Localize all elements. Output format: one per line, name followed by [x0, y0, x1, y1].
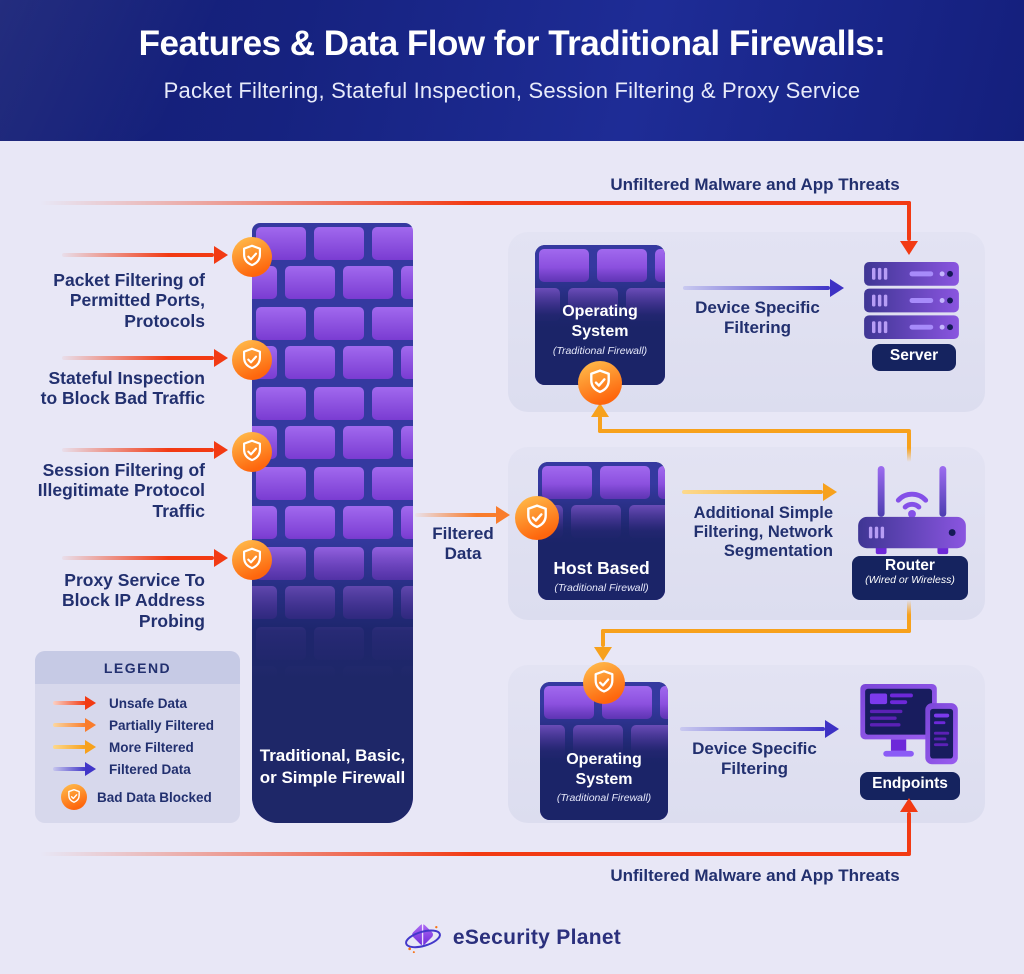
device-filtering-arrow-line — [683, 286, 830, 290]
legend-item-label: Bad Data Blocked — [97, 789, 212, 805]
router-flow-label: Additional Simple Filtering, Network Seg… — [693, 504, 833, 561]
server-flow-label: Device Specific Filtering — [695, 298, 820, 337]
legend-item-label: More Filtered — [109, 739, 194, 755]
device-filtering-arrowhead-icon — [830, 279, 844, 297]
feature-arrowhead-icon — [214, 246, 228, 264]
feature-arrowhead-icon — [214, 549, 228, 567]
device-label-text: Endpoints — [872, 775, 948, 792]
feature-label-packet-filtering: Packet Filtering of Permitted Ports, Pro… — [53, 270, 205, 331]
unsafe-data-arrow-icon — [53, 696, 99, 710]
feature-label-stateful-inspection: Stateful Inspection to Block Bad Traffic — [40, 368, 205, 409]
feature-label-session-filtering: Session Filtering of Illegitimate Protoc… — [37, 460, 205, 521]
server-icon — [864, 262, 959, 341]
top-threat-line-drop — [907, 201, 911, 241]
brand-name: eSecurity Planet — [452, 926, 622, 949]
legend-item-bad-data-blocked: Bad Data Blocked — [53, 782, 240, 812]
feature-label-proxy-service: Proxy Service To Block IP Address Probin… — [62, 570, 205, 631]
more-filtered-arrow-icon — [53, 740, 99, 754]
device-filtering-arrowhead-icon — [825, 720, 839, 738]
more-filtered-line-down-left — [601, 629, 605, 647]
esecurity-planet-logo-icon — [403, 918, 443, 958]
legend-title: LEGEND — [35, 651, 240, 684]
shield-check-badge-icon — [232, 432, 272, 472]
legend-item-label: Unsafe Data — [109, 695, 188, 711]
legend-item-label: Filtered Data — [109, 761, 191, 777]
card-gradient — [540, 682, 668, 820]
legend-box: LEGEND Unsafe Data Partially Filtered Mo… — [35, 651, 240, 823]
shield-check-badge-icon — [232, 340, 272, 380]
page-subtitle: Packet Filtering, Stateful Inspection, S… — [163, 78, 861, 103]
top-threat-line — [40, 201, 911, 205]
page-title: Features & Data Flow for Traditional Fir… — [138, 24, 886, 63]
more-filtered-line-up-left — [598, 416, 602, 433]
shield-check-badge-icon — [232, 237, 272, 277]
os-firewall-card-bottom: Operating System (Traditional Firewall) — [540, 682, 668, 820]
legend-item-label: Partially Filtered — [109, 717, 215, 733]
wall-label: Traditional, Basic, or Simple Firewall — [259, 746, 406, 788]
more-filtered-line-up-right — [907, 431, 911, 462]
router-device-label: Router (Wired or Wireless) — [852, 556, 968, 600]
more-filtered-line-down-right — [907, 600, 911, 633]
shield-check-badge-icon — [232, 540, 272, 580]
router-icon — [858, 464, 966, 558]
legend-body: Unsafe Data Partially Filtered More Filt… — [35, 684, 240, 812]
device-label-text: Router — [885, 557, 935, 574]
filtered-data-label: Filtered Data — [432, 524, 494, 563]
bottom-threat-line-rise — [907, 812, 911, 854]
feature-arrow-line — [62, 448, 214, 452]
legend-item-unsafe: Unsafe Data — [53, 692, 240, 714]
feature-arrowhead-icon — [214, 441, 228, 459]
feature-arrow-line — [62, 556, 214, 560]
footer: eSecurity Planet — [0, 918, 1024, 958]
device-label-note: (Wired or Wireless) — [865, 573, 955, 586]
legend-item-filtered-data: Filtered Data — [53, 758, 240, 780]
shield-check-badge-icon — [583, 662, 625, 704]
server-device-label: Server — [872, 344, 956, 371]
top-threat-arrowhead-icon — [900, 241, 918, 255]
header-banner: Features & Data Flow for Traditional Fir… — [0, 0, 1024, 141]
filtered-data-arrow-icon — [53, 762, 99, 776]
more-filtered-arrow-line — [682, 490, 823, 494]
shield-check-badge-icon — [578, 361, 622, 405]
card-title: Host Based — [553, 558, 650, 578]
bottom-threat-arrowhead-icon — [900, 798, 918, 812]
card-note: (Traditional Firewall) — [554, 582, 649, 594]
device-label-text: Server — [889, 347, 939, 364]
partially-filtered-arrow-icon — [53, 718, 99, 732]
device-filtering-arrow-line-2 — [680, 727, 825, 731]
filtered-data-arrowhead-icon — [496, 506, 510, 524]
more-filtered-arrowhead-up-icon — [591, 403, 609, 417]
card-title: Operating System — [566, 751, 642, 788]
feature-arrow-line — [62, 356, 214, 360]
card-note: (Traditional Firewall) — [556, 792, 652, 804]
more-filtered-line-horizontal — [598, 429, 911, 433]
card-title: Operating System — [562, 303, 638, 340]
endpoints-icon — [858, 684, 964, 770]
legend-item-more-filtered: More Filtered — [53, 736, 240, 758]
endpoints-device-label: Endpoints — [860, 772, 960, 800]
feature-arrowhead-icon — [214, 349, 228, 367]
more-filtered-arrowhead-icon — [823, 483, 837, 501]
legend-item-partially-filtered: Partially Filtered — [53, 714, 240, 736]
filtered-data-arrow-line — [415, 513, 497, 517]
card-gradient — [538, 462, 665, 600]
bottom-threat-label: Unfiltered Malware and App Threats — [610, 866, 900, 885]
more-filtered-arrowhead-down-icon — [594, 647, 612, 661]
traditional-firewall-wall: Traditional, Basic, or Simple Firewall — [252, 223, 413, 823]
card-note: (Traditional Firewall) — [552, 345, 648, 357]
bottom-threat-line — [40, 852, 911, 856]
more-filtered-line-horizontal-2 — [601, 629, 911, 633]
shield-check-badge-icon — [61, 784, 87, 810]
top-threat-label: Unfiltered Malware and App Threats — [610, 175, 900, 194]
endpoints-flow-label: Device Specific Filtering — [692, 739, 817, 778]
shield-check-badge-icon — [515, 496, 559, 540]
wall-gradient — [252, 223, 413, 823]
host-based-firewall-card: Host Based (Traditional Firewall) — [538, 462, 665, 600]
feature-arrow-line — [62, 253, 214, 257]
